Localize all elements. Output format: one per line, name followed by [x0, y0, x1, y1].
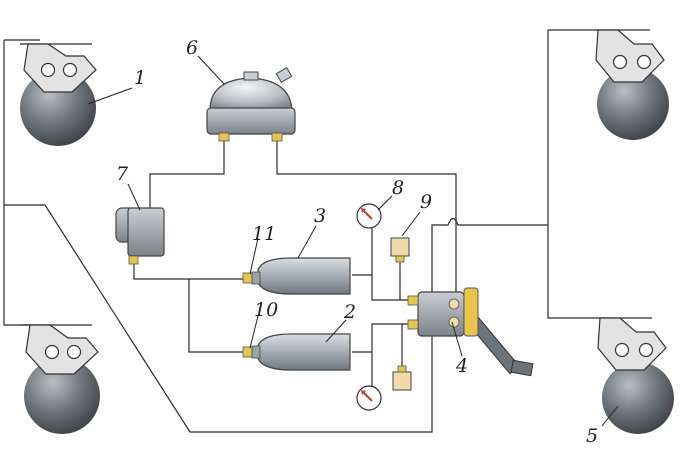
brake-wheel-icon [24, 358, 100, 434]
fitting-11 [242, 272, 254, 284]
callout-7: 7 [116, 163, 129, 185]
wheel-brake-rear-right [597, 317, 674, 434]
callout-10: 10 [254, 299, 278, 321]
fitting [407, 319, 419, 330]
air-tank-3 [242, 257, 351, 295]
callouts: 1 2 3 4 5 6 7 8 9 10 11 [116, 37, 598, 447]
pressure-gauge-icon [356, 203, 382, 229]
pipe-reservoir-to-valve7 [149, 140, 225, 208]
air-tank-2 [242, 333, 351, 371]
leaders [87, 55, 619, 427]
callout-6: 6 [186, 37, 198, 59]
reservoir-6 [206, 66, 296, 142]
valve-icon [390, 237, 410, 263]
brake-wheel-icon [597, 68, 669, 140]
pipe-tank3-to-valve [352, 222, 414, 301]
wheel-brake-front-left [20, 43, 97, 146]
callout-5: 5 [586, 425, 598, 447]
callout-2: 2 [343, 301, 356, 323]
fitting [407, 295, 419, 306]
callout-1: 1 [134, 67, 146, 89]
pipe-reservoir-to-brake-valve [276, 140, 457, 292]
fitting [218, 132, 230, 142]
brake-valve-4 [407, 287, 534, 377]
brake-wheel-icon [20, 70, 96, 146]
pipe-valve7-to-tanks [133, 262, 246, 353]
pipes [3, 29, 600, 433]
fitting-10 [242, 346, 254, 358]
valve-icon [392, 365, 412, 391]
pipe-valve-to-right-wheels [431, 29, 600, 319]
brake-bracket [597, 317, 667, 371]
callout-9: 9 [420, 191, 432, 213]
callout-3: 3 [314, 205, 326, 227]
wheel-brake-front-right [595, 29, 669, 140]
brake-bracket [595, 29, 665, 83]
fitting [128, 255, 139, 265]
brake-bracket [23, 43, 97, 93]
wheel-brake-rear-left [20, 324, 100, 434]
valve-7 [115, 207, 165, 265]
fitting [271, 132, 283, 142]
brake-bracket [25, 324, 99, 375]
pressure-gauge-icon [356, 385, 382, 411]
callout-11: 11 [252, 223, 276, 245]
callout-4: 4 [455, 355, 468, 377]
callout-8: 8 [392, 177, 404, 199]
brake-wheel-icon [602, 362, 674, 434]
pipe-tank2-to-valve [352, 323, 414, 386]
